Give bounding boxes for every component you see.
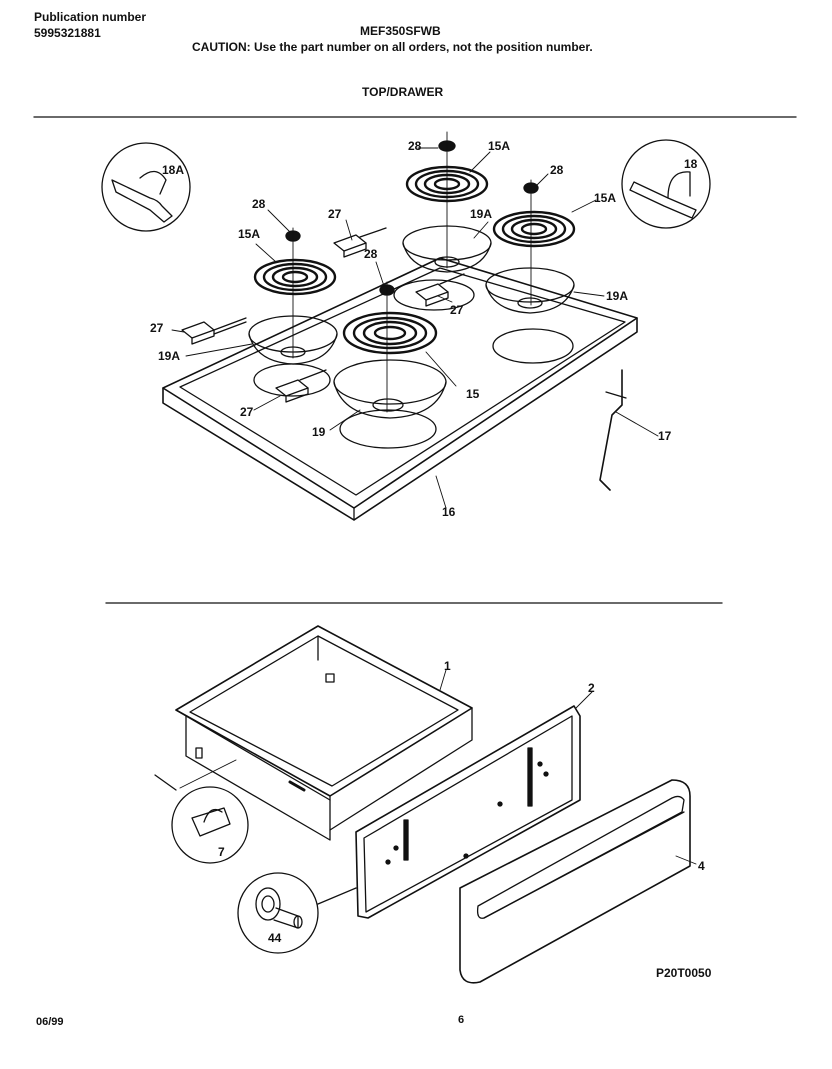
cooktop-main-top bbox=[162, 257, 638, 521]
detail-circle-18A bbox=[101, 142, 191, 232]
receptacle-27-front bbox=[275, 369, 327, 403]
callout-27-left: 27 bbox=[150, 321, 164, 335]
callout-28-rear: 28 bbox=[408, 139, 422, 153]
callout-19A-left: 19A bbox=[158, 349, 180, 363]
receptacles-27 bbox=[181, 227, 465, 403]
callout-15A-left: 15A bbox=[238, 227, 260, 241]
callout-15A-right: 15A bbox=[594, 191, 616, 205]
callout-17: 17 bbox=[658, 429, 672, 443]
leader-lines bbox=[171, 147, 697, 865]
center-lines bbox=[292, 131, 532, 413]
surface-element-15A-right bbox=[492, 210, 576, 248]
surface-element-15-front bbox=[342, 311, 438, 355]
callout-28-right: 28 bbox=[550, 163, 564, 177]
callout-28-left: 28 bbox=[252, 197, 266, 211]
section-title: TOP/DRAWER bbox=[362, 85, 444, 99]
receptacle-27-left bbox=[181, 317, 247, 345]
callout-19A-right: 19A bbox=[606, 289, 628, 303]
callout-15: 15 bbox=[466, 387, 480, 401]
callout-15A-rear: 15A bbox=[488, 139, 510, 153]
callout-27-right: 27 bbox=[450, 303, 464, 317]
callout-1: 1 bbox=[444, 659, 451, 673]
model-number: MEF350SFWB bbox=[360, 24, 441, 38]
callout-2: 2 bbox=[588, 681, 595, 695]
publication-label: Publication number bbox=[34, 10, 147, 24]
callout-27-front: 27 bbox=[240, 405, 254, 419]
callout-44: 44 bbox=[268, 931, 282, 945]
surface-elements bbox=[253, 165, 576, 355]
receptacle-27-right bbox=[415, 273, 465, 307]
page-number: 6 bbox=[458, 1014, 465, 1026]
callout-19A-rear: 19A bbox=[470, 207, 492, 221]
drawer-front-panel-2 bbox=[355, 705, 581, 919]
callout-7: 7 bbox=[218, 845, 225, 859]
detail-circle-7 bbox=[154, 774, 249, 864]
callout-27-rear: 27 bbox=[328, 207, 342, 221]
receptacle-27-rear bbox=[333, 227, 387, 258]
callout-16: 16 bbox=[442, 505, 456, 519]
detail-circle-44 bbox=[237, 872, 357, 954]
callout-19: 19 bbox=[312, 425, 326, 439]
callout-18: 18 bbox=[684, 157, 698, 171]
drip-bowl-19A-right bbox=[485, 267, 575, 314]
drawer-body-1 bbox=[175, 625, 473, 841]
publication-number: 5995321881 bbox=[34, 26, 101, 40]
caution-note: CAUTION: Use the part number on all orde… bbox=[192, 40, 593, 54]
revision-date: 06/99 bbox=[36, 1016, 64, 1028]
figure-code: P20T0050 bbox=[656, 966, 712, 980]
drip-bowl-19-front bbox=[333, 359, 447, 419]
drawer-outer-panel-4 bbox=[459, 779, 691, 984]
drip-bowl-holes bbox=[253, 279, 574, 449]
surface-element-15A-left bbox=[253, 258, 337, 296]
hinge-wire-17 bbox=[599, 369, 623, 491]
callout-4: 4 bbox=[698, 859, 705, 873]
callout-labels: 18A 18 28 28 28 28 15A 15A 15A 27 27 27 … bbox=[150, 139, 705, 945]
callout-18A: 18A bbox=[162, 163, 184, 177]
detail-circle-18 bbox=[621, 139, 711, 229]
hinge-wire-17-tab bbox=[605, 391, 627, 399]
callout-28-front: 28 bbox=[364, 247, 378, 261]
